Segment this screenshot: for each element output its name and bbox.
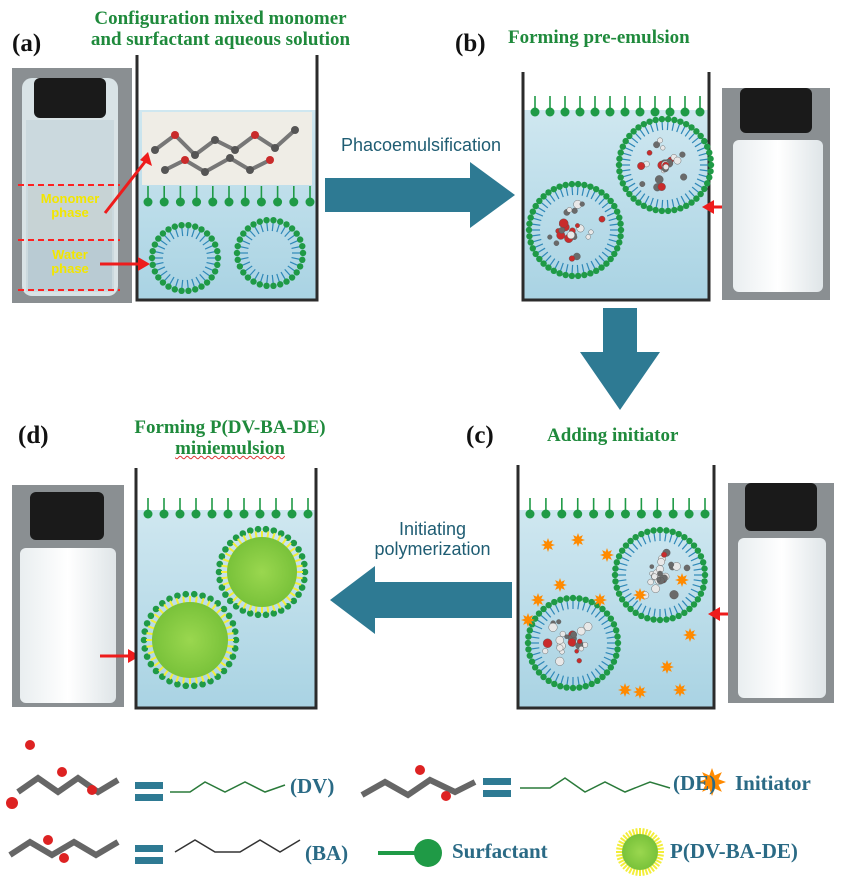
panel-d-title: Forming P(DV-BA-DE) miniemulsion (134, 417, 326, 459)
panel-a-title: Configuration mixed monomer and surfacta… (90, 8, 351, 50)
droplets-b (525, 115, 715, 280)
surfactant-row-b (530, 96, 705, 117)
legend-label-ba: (BA) (305, 841, 349, 865)
legend-dv-molecule (6, 740, 120, 809)
legend-label-dv: (DV) (290, 774, 335, 798)
arrow-label-phacoemulsification: Phacoemulsification (340, 135, 502, 155)
vial-a (12, 68, 132, 303)
arrow-c-to-d (330, 566, 512, 634)
legend-label-polymer: P(DV-BA-DE) (670, 839, 798, 863)
surfactant-row-c (525, 498, 710, 519)
vial-c (728, 483, 834, 703)
legend-de-structure (520, 777, 671, 793)
panel-label-d: (d) (18, 422, 49, 449)
legend-equals-ba (135, 845, 163, 864)
pointer-arrow-monomer (103, 157, 150, 214)
panel-label-a: (a) (12, 30, 42, 57)
panel-label-c: (c) (466, 422, 494, 449)
legend-de-molecule (360, 765, 477, 801)
surfactant-row-d (143, 498, 313, 519)
beaker-a (135, 55, 319, 302)
legend-dv-structure (170, 781, 286, 793)
legend-equals-de (483, 778, 511, 797)
legend-label-surfactant: Surfactant (452, 839, 548, 863)
legend-ba-structure (174, 839, 301, 853)
polymer-particle-icon (616, 828, 664, 876)
polymer-particles-d (140, 525, 309, 690)
panel-b-title: Forming pre-emulsion (508, 27, 690, 48)
arrow-a-to-b (325, 162, 515, 228)
droplets-c (524, 526, 709, 692)
legend-ba-molecule (8, 835, 120, 863)
vial-d (12, 485, 124, 707)
panel-c-title: Adding initiator (547, 425, 679, 446)
legend-label-initiator: Initiator (735, 771, 811, 795)
legend-label-de: (DE) (673, 771, 717, 795)
surfactant-row-a (143, 186, 315, 207)
surfactant-icon (378, 839, 442, 867)
arrow-label-initiating-polymerization: Initiating polymerization (374, 519, 491, 559)
beaker-b (521, 72, 715, 302)
legend-equals-dv (135, 782, 163, 801)
beaker-c (516, 465, 716, 710)
initiator-icon (698, 768, 726, 796)
vial-b (722, 88, 830, 300)
arrow-b-to-c (580, 308, 660, 410)
beaker-d (134, 468, 318, 710)
initiators-c (521, 533, 697, 699)
panel-label-b: (b) (455, 30, 486, 57)
micelles-a (148, 216, 307, 295)
